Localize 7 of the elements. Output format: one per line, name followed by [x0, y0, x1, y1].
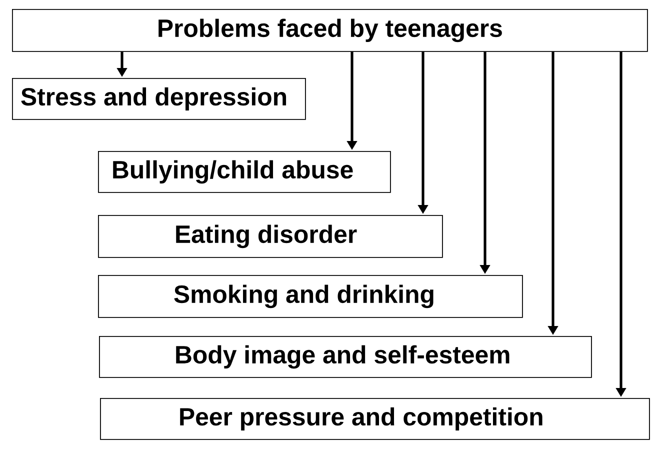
- topic-box: Eating disorder: [98, 215, 443, 258]
- topic-box: Bullying/child abuse: [98, 151, 391, 193]
- topic-box: Stress and depression: [12, 78, 306, 120]
- topic-box: Peer pressure and competition: [100, 398, 650, 440]
- topic-box: Smoking and drinking: [98, 275, 523, 318]
- title-box: Problems faced by teenagers: [12, 8, 648, 52]
- topic-box: Body image and self-esteem: [99, 336, 592, 378]
